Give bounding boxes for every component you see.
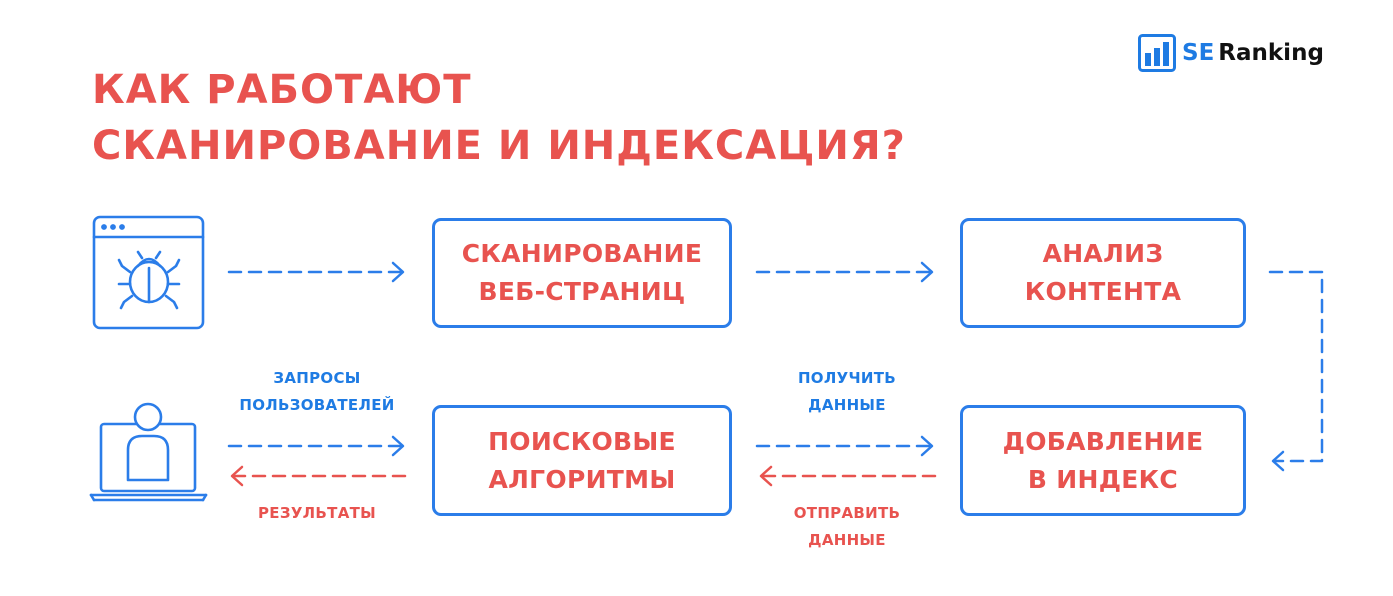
label-get-data: ПОЛУЧИТЬ ДАННЫЕ [797,369,897,414]
arrow-crawling-to-analysis [755,261,934,283]
arrow-send-data [759,465,937,487]
browser-bug-icon [92,215,205,330]
title-line-2: СКАНИРОВАНИЕ И ИНДЕКСАЦИЯ? [92,123,906,169]
logo-se-text: SE [1182,40,1215,66]
arrow-analysis-to-index [1268,270,1324,472]
arrow-user-queries [227,435,405,457]
arrow-get-data [755,435,934,457]
box-crawling-label: СКАНИРОВАНИЕ ВЕБ-СТРАНИЦ [461,239,703,306]
title-line-1: КАК РАБОТАЮТ [92,67,472,113]
box-add-to-index-label: ДОБАВЛЕНИЕ В ИНДЕКС [1002,426,1204,494]
box-add-to-index: ДОБАВЛЕНИЕ В ИНДЕКС [960,405,1246,516]
label-results: РЕЗУЛЬТАТЫ [258,504,376,522]
box-crawling: СКАНИРОВАНИЕ ВЕБ-СТРАНИЦ [432,218,732,328]
label-send-data: ОТПРАВИТЬ ДАННЫЕ [793,504,901,549]
laptop-user-icon [89,402,208,502]
page-title: КАК РАБОТАЮТ СКАНИРОВАНИЕ И ИНДЕКСАЦИЯ? [92,62,906,174]
box-analysis-label: АНАЛИЗ КОНТЕНТА [1024,239,1182,306]
box-search-algorithms: ПОИСКОВЫЕ АЛГОРИТМЫ [432,405,732,516]
logo-ranking-text: Ranking [1218,40,1324,66]
box-analysis: АНАЛИЗ КОНТЕНТА [960,218,1246,328]
brand-logo: SE Ranking [1138,33,1324,73]
arrow-crawler-to-crawling [227,261,405,283]
arrow-results [230,465,407,487]
label-user-queries: ЗАПРОСЫ ПОЛЬЗОВАТЕЛЕЙ [239,369,395,414]
bar-chart-icon [1138,34,1176,72]
box-search-algorithms-label: ПОИСКОВЫЕ АЛГОРИТМЫ [488,426,676,494]
